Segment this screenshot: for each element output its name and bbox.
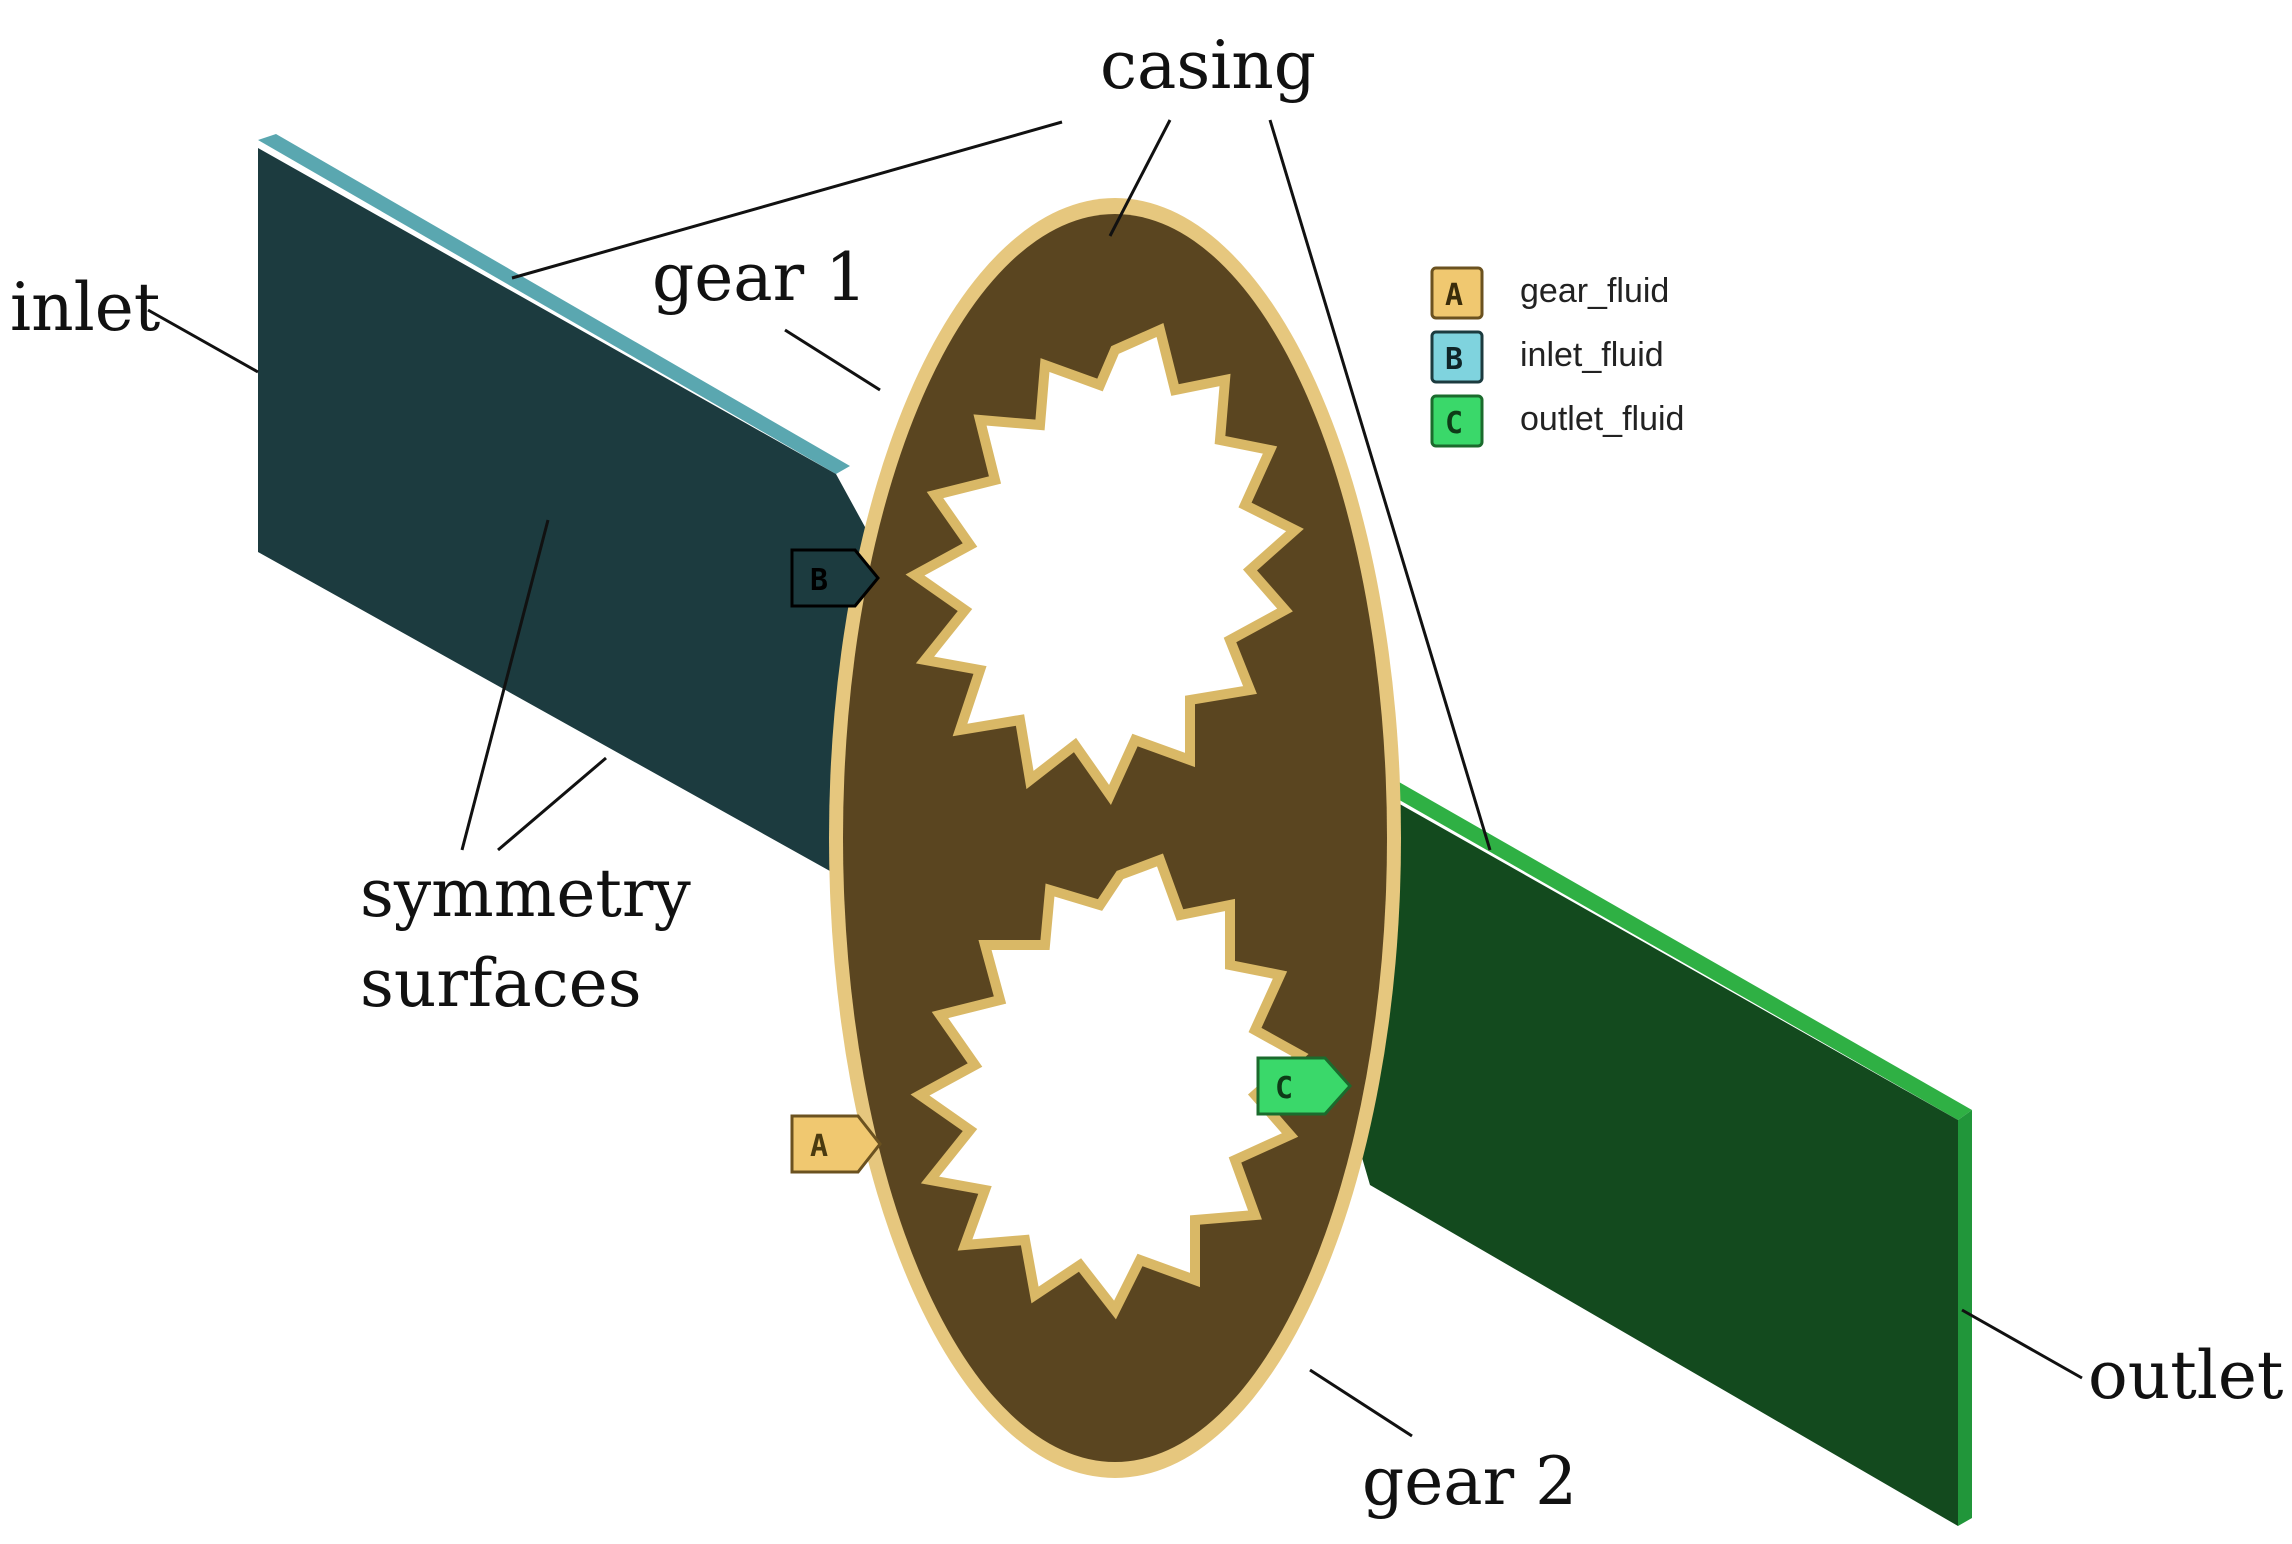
outlet-top-edge <box>1375 778 1972 1120</box>
inlet-top-edge <box>258 134 850 474</box>
label-gear-1: gear 1 <box>652 239 867 316</box>
legend-label-inlet-fluid: inlet_fluid <box>1520 336 1664 374</box>
tag-a: A <box>790 1114 882 1174</box>
legend-letter-c: C <box>1445 406 1463 441</box>
legend-label-outlet-fluid: outlet_fluid <box>1520 400 1684 438</box>
legend-item-gear-fluid: A gear_fluid <box>1430 266 1669 320</box>
legend-label-gear-fluid: gear_fluid <box>1520 272 1669 310</box>
leader-casing-to-inlet-edge <box>511 120 1063 280</box>
outlet-front-face <box>1290 790 1958 1526</box>
label-outlet: outlet <box>2088 1337 2283 1414</box>
legend-letter-b: B <box>1445 342 1463 377</box>
tag-b: B <box>790 548 880 608</box>
tag-c: C <box>1256 1056 1353 1116</box>
label-symmetry: symmetry <box>360 855 691 932</box>
tag-c-letter: C <box>1275 1071 1293 1106</box>
gear-1-body <box>905 323 1304 806</box>
leader-outlet <box>1961 1308 2083 1380</box>
gear-2-teeth <box>910 853 1309 1320</box>
legend-letter-a: A <box>1445 278 1463 313</box>
gear-casing-assembly <box>829 198 1401 1478</box>
leader-casing-to-outlet-edge <box>1268 119 1492 851</box>
leader-gear-2 <box>1309 1368 1413 1438</box>
inlet-fluid-slab <box>258 134 905 885</box>
label-gear-2: gear 2 <box>1362 1443 1577 1520</box>
label-inlet: inlet <box>10 269 160 346</box>
legend-item-outlet-fluid: C outlet_fluid <box>1430 394 1684 448</box>
leader-symmetry-inlet-edge <box>497 756 607 852</box>
leader-gear-1 <box>784 328 881 392</box>
inlet-front-face <box>258 148 905 885</box>
gear-2-body <box>910 853 1309 1320</box>
label-surfaces: surfaces <box>360 945 642 1022</box>
tag-b-letter: B <box>810 563 828 598</box>
legend: A gear_fluid B inlet_fluid C outlet_flui… <box>1430 266 1684 448</box>
tag-a-letter: A <box>810 1129 828 1164</box>
outlet-fluid-slab <box>1290 778 1972 1526</box>
gear-1-teeth <box>905 323 1304 806</box>
leader-inlet <box>147 308 259 374</box>
label-casing: casing <box>1100 27 1316 104</box>
leader-casing-to-rim <box>1108 119 1172 237</box>
outlet-side-edge <box>1958 1110 1972 1526</box>
legend-item-inlet-fluid: B inlet_fluid <box>1430 330 1664 384</box>
leader-symmetry-inlet-face <box>460 519 550 851</box>
leader-lines <box>147 119 2083 1438</box>
